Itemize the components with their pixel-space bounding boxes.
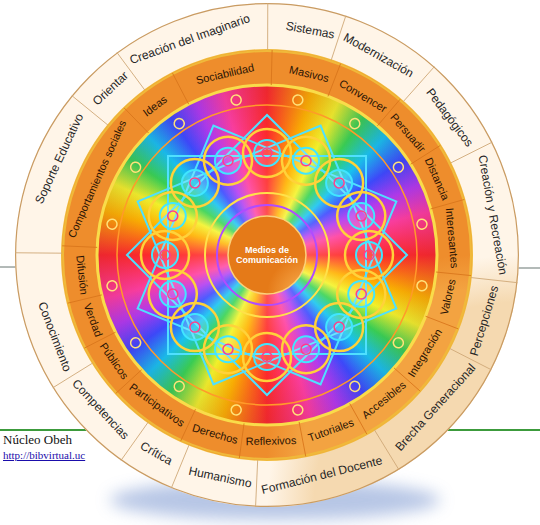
center-title: Medios de Comunicación xyxy=(231,245,303,266)
outer-ring-band: Medios de ComunicaciónMasivosConvencerPe… xyxy=(15,3,519,507)
footer-text: Núcleo Obeh xyxy=(3,433,72,448)
ring-word: Reflexivos xyxy=(246,434,297,448)
center-circle: Medios de Comunicación xyxy=(227,215,307,295)
inner-ring-band: Medios de ComunicaciónMasivosConvencerPe… xyxy=(62,50,472,460)
footer-link: http://bibvirtual.uc xyxy=(3,449,85,462)
